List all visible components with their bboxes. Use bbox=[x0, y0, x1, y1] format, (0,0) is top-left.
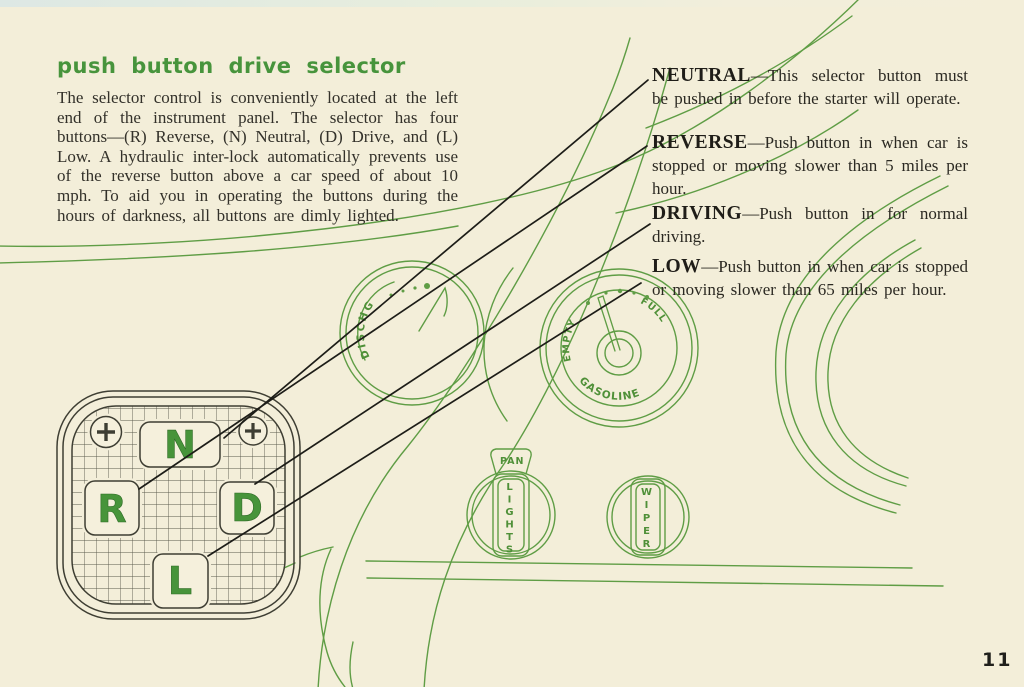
column-hub-arc bbox=[483, 267, 514, 422]
definition-text: —This selector button must be pushed in … bbox=[652, 66, 968, 108]
svg-text:GASOLINE: GASOLINE bbox=[577, 375, 642, 403]
callout-line-driving bbox=[254, 223, 651, 485]
definition-low: LOW—Push button in when car is stopped o… bbox=[652, 255, 968, 301]
pillar-curve-2 bbox=[645, 15, 853, 129]
selector-panel bbox=[56, 390, 301, 620]
dashboard-line-art bbox=[0, 0, 949, 687]
definition-text: —Push button in when car is stopped or m… bbox=[652, 133, 968, 198]
button-letter-n: N bbox=[164, 423, 196, 467]
button-letter-l: L bbox=[168, 559, 192, 603]
column-detail bbox=[283, 562, 296, 569]
definition-reverse: REVERSE—Push button in when car is stopp… bbox=[652, 131, 968, 200]
steering-wheel-rim-outer bbox=[774, 175, 941, 514]
steering-wheel-rim-outer-2 bbox=[784, 185, 949, 506]
ammeter-needle bbox=[418, 286, 448, 332]
column-detail bbox=[319, 548, 346, 687]
definition-term: LOW bbox=[652, 256, 702, 277]
pan-tab-label: PAN bbox=[500, 456, 525, 467]
definition-text: —Push button in for normal driving. bbox=[652, 204, 968, 246]
definition-neutral: NEUTRAL—This selector button must be pus… bbox=[652, 64, 968, 110]
callout-line-reverse bbox=[138, 145, 648, 490]
definition-term: NEUTRAL bbox=[652, 65, 751, 86]
column-detail bbox=[349, 641, 354, 687]
gauge-tick-dots bbox=[389, 283, 649, 305]
selector-button-low bbox=[152, 553, 209, 609]
button-letter-r: R bbox=[97, 487, 126, 531]
column-detail bbox=[299, 546, 334, 558]
selector-button-reverse bbox=[84, 480, 140, 536]
fuel-gauge bbox=[539, 268, 699, 428]
steering-wheel-rim-inner bbox=[815, 239, 916, 487]
fuel-needle bbox=[597, 295, 621, 352]
callout-line-neutral bbox=[223, 79, 649, 439]
selector-button-neutral bbox=[139, 421, 221, 468]
screw-cross-icon bbox=[245, 423, 261, 439]
svg-text:DISCHG: DISCHG bbox=[355, 298, 377, 361]
steering-wheel-rim-inner-2 bbox=[827, 247, 922, 479]
steering-column-left-edge bbox=[317, 37, 631, 687]
fuel-gasoline-label: GASOLINE bbox=[577, 375, 641, 403]
definition-term: REVERSE bbox=[652, 132, 748, 153]
ammeter-label: DISCHG bbox=[355, 298, 375, 361]
windshield-curve bbox=[0, 0, 859, 248]
page-title: push button drive selector bbox=[57, 54, 406, 78]
dash-top-curve bbox=[0, 225, 459, 264]
definition-term: DRIVING bbox=[652, 203, 743, 224]
dash-lower-edge-2 bbox=[366, 577, 944, 587]
button-letter-d: D bbox=[231, 486, 263, 530]
definition-driving: DRIVING—Push button in for normal drivin… bbox=[652, 202, 968, 248]
intro-paragraph: The selector control is conveniently loc… bbox=[57, 88, 458, 225]
wiper-knob bbox=[606, 475, 690, 559]
wiper-knob-label: WIPER bbox=[641, 487, 652, 552]
selector-button-drive bbox=[219, 481, 275, 535]
pillar-curve-1 bbox=[615, 109, 859, 214]
definition-text: —Push button in when car is stopped or m… bbox=[652, 257, 968, 299]
lights-knob bbox=[466, 448, 556, 560]
screw-cross-icon bbox=[97, 423, 115, 441]
lights-knob-label: LIGHTS bbox=[504, 482, 515, 557]
scan-edge-strip bbox=[0, 0, 1024, 7]
dash-lower-edge-1 bbox=[365, 560, 913, 569]
steering-column-right-edge bbox=[423, 67, 671, 687]
callout-line-low bbox=[207, 282, 642, 557]
page-number: 11 bbox=[982, 649, 1013, 671]
pan-tab bbox=[490, 448, 532, 475]
